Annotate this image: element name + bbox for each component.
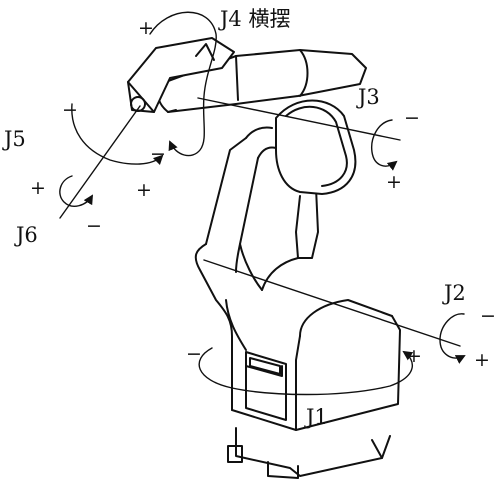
sign-j5-plus: + [136,179,152,201]
axis-j6 [59,105,141,219]
robot-body [194,243,401,431]
lower-arm [205,126,319,291]
axis-lines [59,97,461,347]
j2-rotation-arrow [439,313,466,364]
label-j2: J2 [442,281,466,305]
j1-rotation-arrow [198,347,414,396]
j4-rotation-arrow [149,11,217,157]
sign-j6-plus: + [30,177,46,199]
sign-j1-plus: + [406,345,422,367]
j5-rotation-arrow [71,103,164,166]
label-j5: J5 [2,127,26,151]
wrist-head [127,37,235,113]
j3-rotation-arrow [371,119,398,171]
sign-j5-minus: − [62,99,78,121]
rotation-arrows [59,11,466,396]
elbow-j3 [275,99,357,195]
title-j4: J4 横摆 [218,7,290,31]
sign-j2-minus: − [480,305,496,327]
axis-j3 [197,97,401,141]
wrist-flange [130,96,146,112]
sign-j3-plus: + [386,171,402,193]
axis-j2 [203,259,461,347]
sign-j4-plus: + [138,17,154,39]
labels: J4 横摆 J3 J5 J6 J2 J1 + − − + + − − + − +… [2,7,496,429]
robot-base [227,427,391,479]
label-j6: J6 [14,223,38,247]
sign-j1-minus: − [186,343,202,365]
label-j1: J1 [304,405,328,429]
sign-j4-minus: − [150,143,166,165]
j6-rotation-arrow [59,175,94,207]
label-j3: J3 [356,85,380,109]
sign-j2-plus: + [474,349,490,371]
sign-j6-minus: − [86,215,102,237]
sign-j3-minus: − [404,107,420,129]
